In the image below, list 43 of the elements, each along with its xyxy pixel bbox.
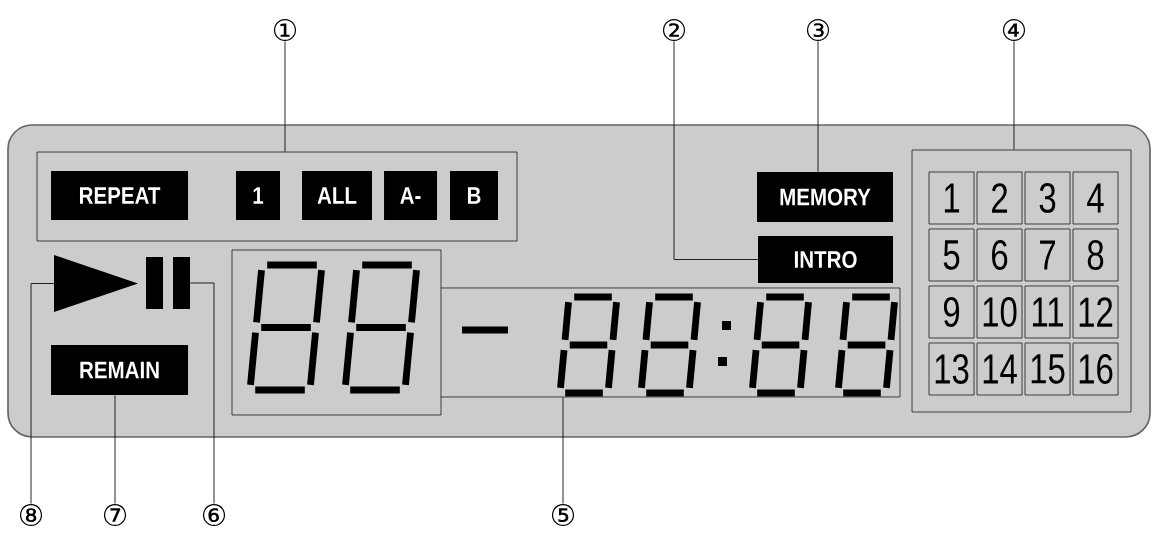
- indicator: MEMORY: [757, 172, 893, 222]
- callout-number: ②: [662, 18, 686, 42]
- track-number: 7: [1024, 228, 1071, 282]
- track-number: 8: [1072, 228, 1119, 282]
- leader-line: [673, 40, 759, 260]
- leader-line: [30, 283, 55, 505]
- track-number: 3: [1024, 171, 1071, 225]
- leader-line: [817, 40, 819, 173]
- track-number: 16: [1072, 342, 1119, 396]
- indicator: INTRO: [758, 236, 893, 283]
- leader-line: [1013, 40, 1015, 151]
- track-number: 15: [1024, 342, 1071, 396]
- play-icon: [54, 255, 138, 312]
- track-number: 12: [1072, 285, 1119, 339]
- callout-number: ⑥: [202, 503, 226, 527]
- callout-number: ⑧: [19, 503, 43, 527]
- leader-line: [284, 40, 286, 153]
- track-number: 10: [976, 285, 1023, 339]
- track-number: 14: [976, 342, 1023, 396]
- leader-line: [189, 282, 215, 505]
- leader-line: [562, 396, 564, 505]
- callout-number: ⑤: [551, 503, 575, 527]
- indicator: REMAIN: [51, 345, 189, 395]
- track-number: 9: [928, 285, 975, 339]
- track-number: 1: [928, 171, 975, 225]
- callout-number: ④: [1002, 18, 1026, 42]
- track-number: 6: [976, 228, 1023, 282]
- callout-number: ①: [273, 18, 297, 42]
- callout-number: ③: [806, 18, 830, 42]
- pause-icon: [146, 257, 190, 309]
- indicator: ALL: [302, 171, 372, 220]
- indicator: B: [450, 171, 498, 220]
- track-number: 4: [1072, 171, 1119, 225]
- track-number: 5: [928, 228, 975, 282]
- indicator: A-: [384, 171, 438, 220]
- track-number: 11: [1024, 285, 1071, 339]
- callout-number: ⑦: [103, 503, 127, 527]
- leader-line: [114, 394, 116, 505]
- track-number: 13: [928, 342, 975, 396]
- indicator: 1: [236, 171, 280, 220]
- indicator: REPEAT: [51, 171, 189, 220]
- track-number: 2: [976, 171, 1023, 225]
- digit-display: [231, 249, 901, 416]
